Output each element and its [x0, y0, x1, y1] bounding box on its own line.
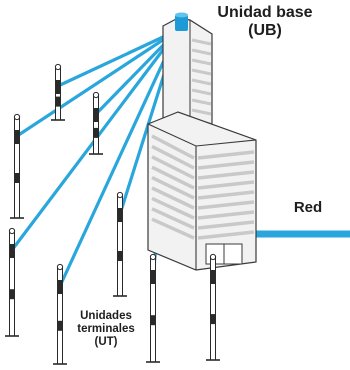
tower-window-band	[191, 48, 212, 56]
terminal-pole-icon	[113, 191, 127, 297]
terminal-units-label: Unidades terminales (UT)	[64, 310, 148, 350]
terminal-pole-icon	[51, 63, 65, 121]
pole-band	[56, 96, 60, 107]
antenna-body	[175, 15, 188, 31]
building-window-band	[151, 186, 195, 210]
building-window-band	[151, 144, 195, 170]
pole-band	[10, 289, 14, 300]
pole-cap	[13, 113, 21, 121]
pole-radio-unit	[9, 244, 15, 258]
terminal-units-label-line3: (UT)	[94, 336, 118, 349]
building-window-band	[197, 210, 255, 220]
pole-band	[151, 315, 155, 326]
pole-radio-unit	[57, 280, 63, 294]
building-window-band	[197, 200, 255, 210]
terminal-units	[5, 63, 220, 365]
building-window-band	[197, 190, 255, 200]
tower-window-band	[191, 38, 212, 46]
tower-window-band	[191, 108, 212, 116]
pole-radio-unit	[55, 80, 61, 94]
tower-window-band	[191, 98, 212, 106]
tower-window-band	[191, 88, 212, 96]
building-window-band	[151, 134, 195, 160]
building-window-band	[151, 176, 195, 200]
building-window-band	[197, 230, 255, 240]
terminal-pole-icon	[146, 253, 160, 363]
tower-window-band	[191, 58, 212, 66]
terminal-units-label-line1: Unidades	[80, 310, 132, 322]
pole-radio-unit	[14, 130, 20, 144]
building-window-band	[197, 150, 255, 160]
tower-window-band	[191, 78, 212, 86]
building-window-band	[151, 155, 195, 180]
building-window-band	[151, 165, 195, 190]
antenna-icon	[175, 12, 188, 31]
pole-radio-unit	[150, 270, 156, 284]
pole-radio-unit	[117, 208, 123, 222]
pole-shaft	[93, 95, 99, 155]
radio-link-1	[56, 28, 180, 88]
pole-band	[15, 173, 19, 183]
base-unit-label-line2: (UB)	[248, 22, 282, 40]
building-window-band	[197, 170, 255, 180]
tower-window-band	[191, 68, 212, 76]
pole-band	[94, 127, 98, 138]
pole-cap	[209, 253, 217, 261]
pole-band	[58, 320, 62, 331]
terminal-pole-icon	[89, 91, 103, 155]
pole-cap	[8, 227, 16, 235]
pole-cap	[116, 191, 124, 199]
building-window-band	[151, 217, 195, 240]
terminal-pole-icon	[53, 263, 67, 365]
base-unit-label-line1: Unidad base	[217, 4, 313, 21]
terminal-units-label-line2: terminales	[77, 323, 135, 336]
building-window-band	[151, 196, 195, 220]
building-window-band	[197, 180, 255, 190]
pole-cap	[92, 91, 100, 99]
building-window-band	[197, 160, 255, 170]
pole-cap	[56, 263, 64, 271]
radio-link-6	[58, 28, 180, 288]
terminal-pole-icon	[206, 253, 220, 361]
pole-radio-unit	[210, 270, 216, 284]
pole-band	[118, 251, 122, 261]
base-unit-label: Unidad base (UB)	[200, 4, 330, 41]
pole-cap	[54, 63, 62, 71]
terminal-pole-icon	[10, 113, 24, 219]
pole-radio-unit	[93, 108, 99, 122]
radio-link-3	[15, 28, 180, 138]
building-roofline	[147, 123, 257, 147]
pole-band	[211, 314, 215, 325]
pole-cap	[149, 253, 157, 261]
office-building-icon	[147, 17, 257, 271]
building-window-band	[151, 207, 195, 230]
terminal-pole-icon	[5, 227, 19, 337]
network-label: Red	[293, 199, 323, 216]
antenna-top	[175, 12, 188, 18]
building-window-band	[197, 220, 255, 230]
